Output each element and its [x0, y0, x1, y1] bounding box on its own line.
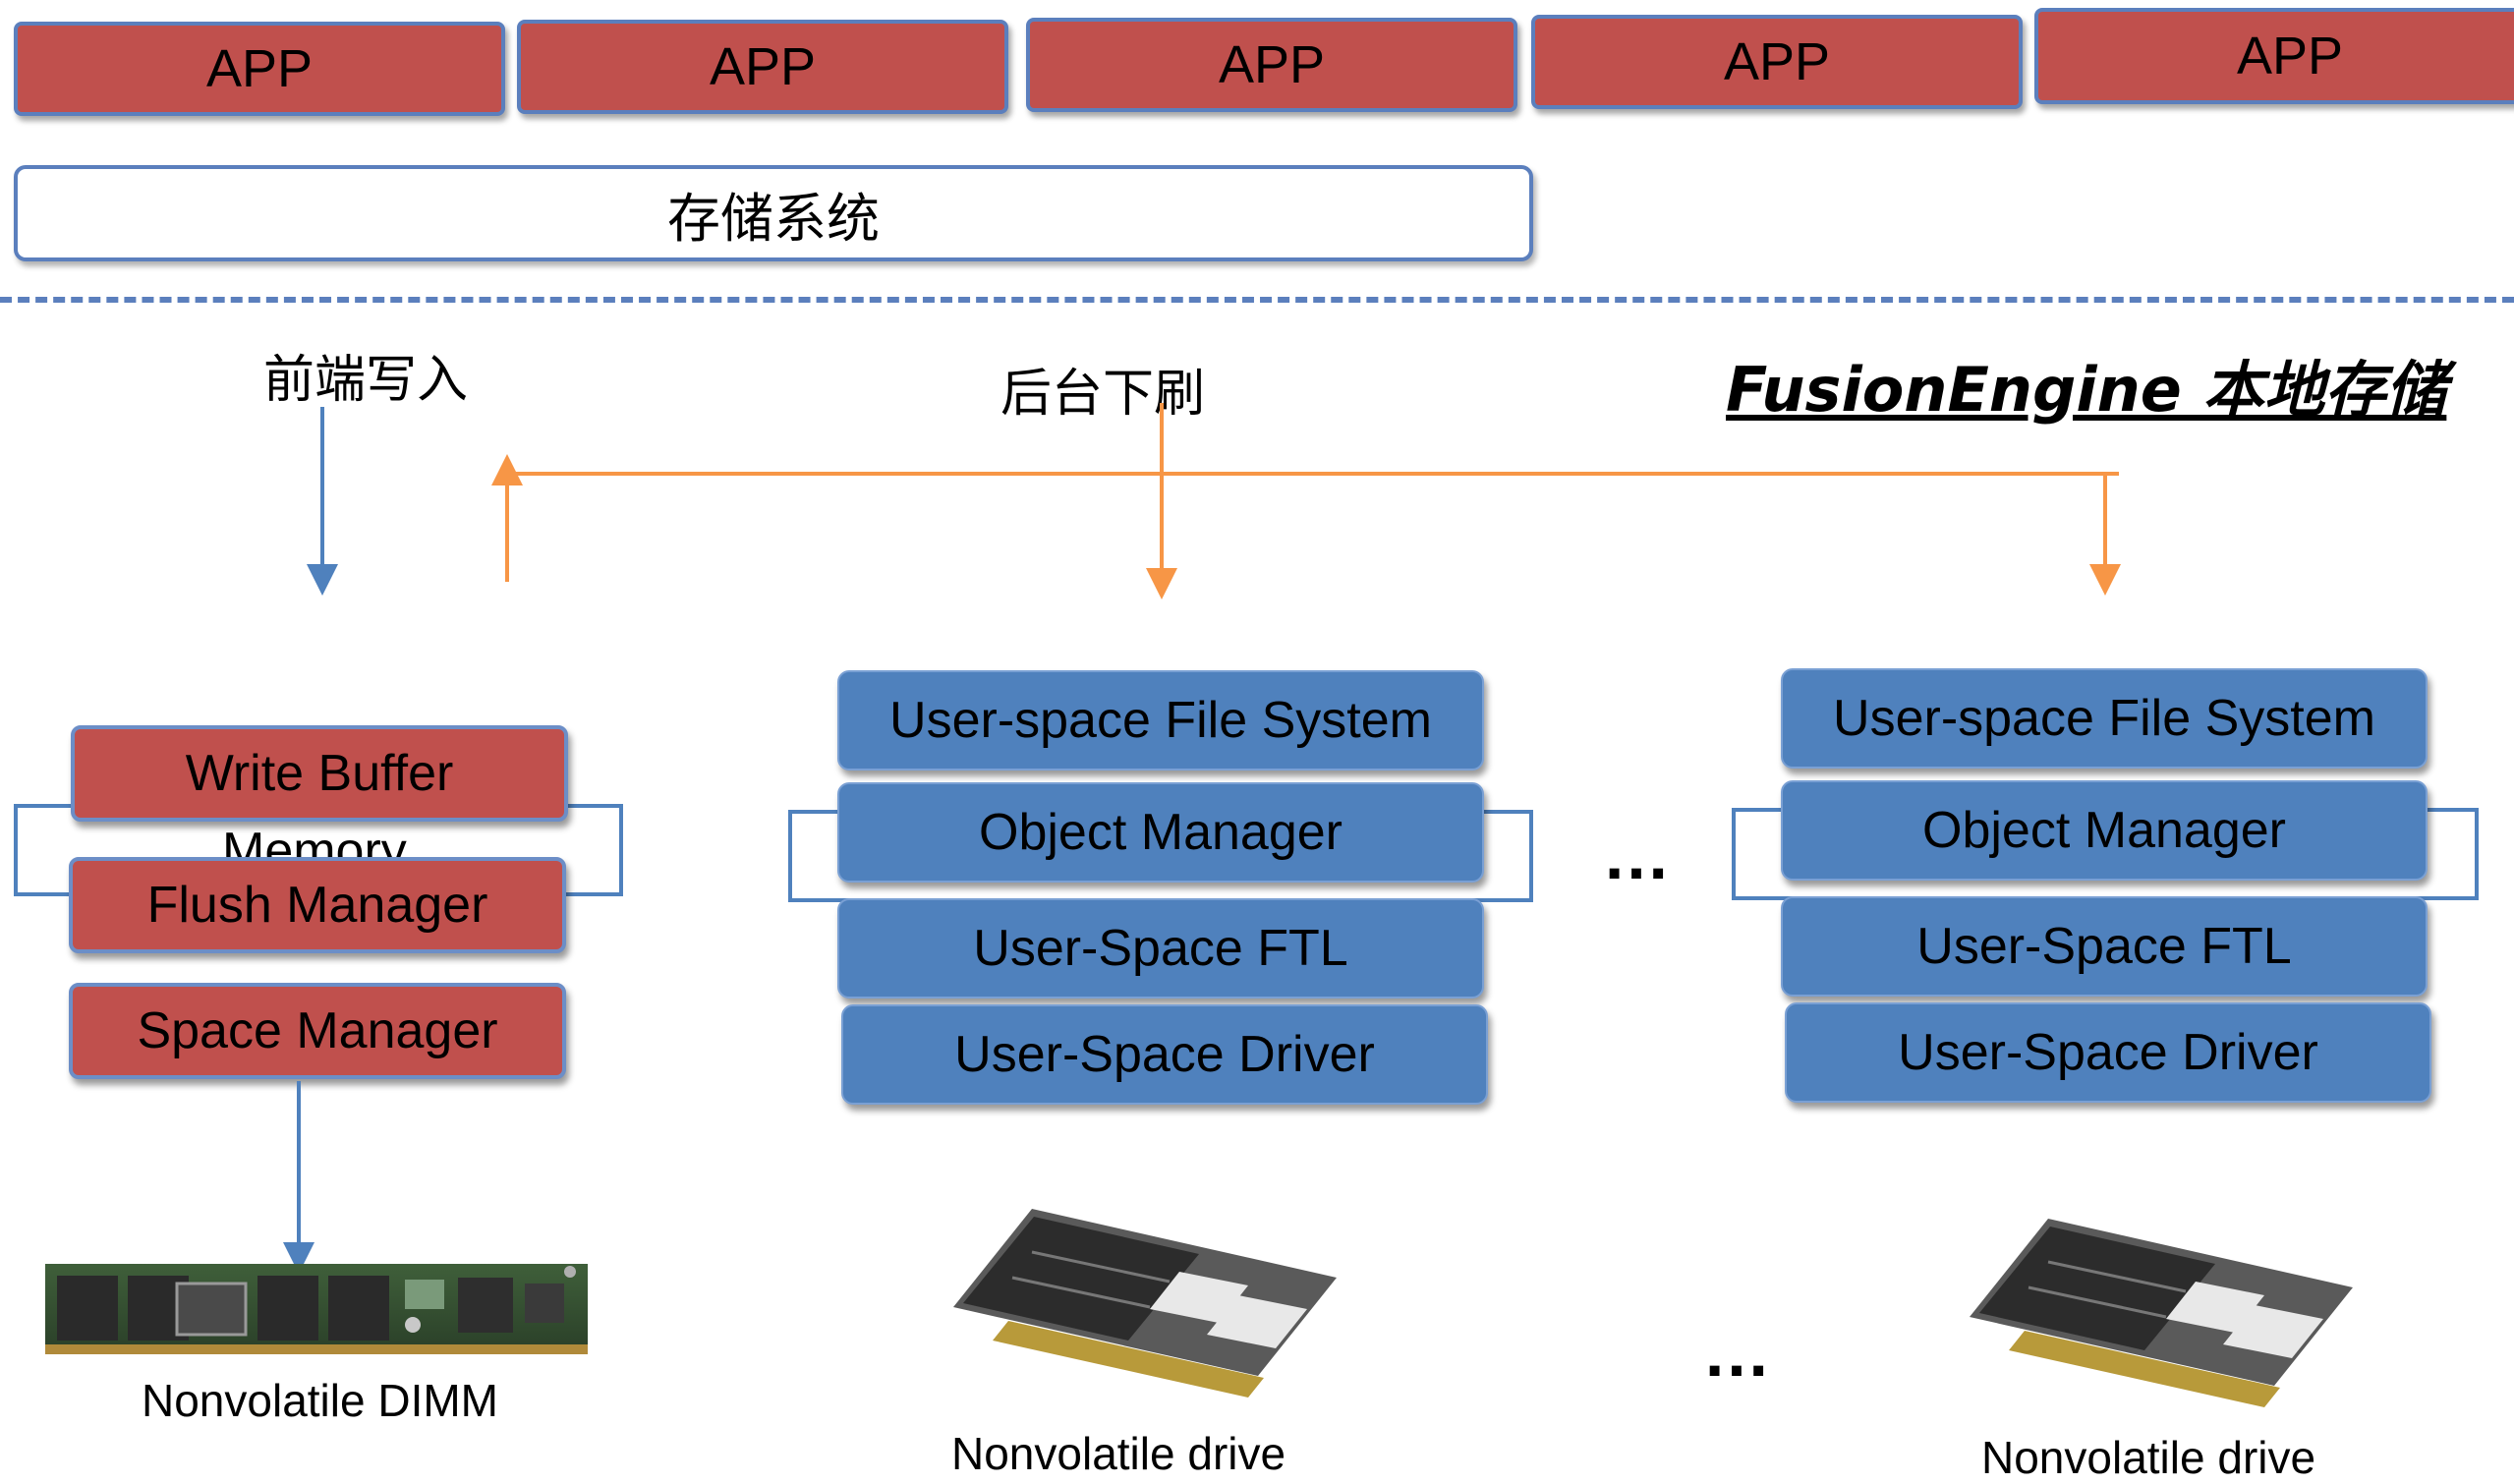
app-label: APP — [2236, 27, 2344, 86]
ftl-label: User-Space FTL — [1916, 918, 2292, 975]
drive-2-caption: Nonvolatile drive — [1981, 1432, 2316, 1483]
app-label: APP — [1723, 32, 1831, 91]
write-buffer-label: Write Buffer — [185, 745, 454, 802]
flush-manager-label: Flush Manager — [146, 877, 488, 934]
ftl-label: User-Space FTL — [973, 920, 1348, 977]
nonvolatile-drive-image-1 — [953, 1209, 1337, 1398]
app-label: APP — [205, 39, 314, 98]
flush-manager-box: Flush Manager — [69, 857, 566, 953]
dimm-caption: Nonvolatile DIMM — [142, 1375, 498, 1426]
drive-2-file-system-box: User-space File System — [1781, 668, 2428, 769]
object-manager-label: Object Manager — [979, 804, 1343, 861]
background-flush-label: 后台下刷 — [1000, 365, 1206, 424]
drive-1-caption: Nonvolatile drive — [951, 1428, 1286, 1479]
driver-label: User-Space Driver — [954, 1026, 1375, 1083]
app-box-2: APP — [517, 20, 1008, 114]
object-manager-label: Object Manager — [1922, 802, 2286, 859]
drive-2-ftl-box: User-Space FTL — [1781, 896, 2428, 997]
storage-system-label: 存储系统 — [667, 187, 880, 250]
ellipsis-middle: … — [1602, 817, 1681, 893]
drive-1-driver-box: User-Space Driver — [841, 1004, 1488, 1105]
app-box-3: APP — [1026, 18, 1517, 112]
nonvolatile-drive-image-2 — [1970, 1219, 2353, 1407]
app-box-5: APP — [2034, 8, 2514, 104]
space-manager-label: Space Manager — [137, 1002, 498, 1059]
file-system-label: User-space File System — [889, 692, 1432, 749]
file-system-label: User-space File System — [1833, 690, 2375, 747]
space-manager-box: Space Manager — [69, 983, 566, 1079]
app-label: APP — [1218, 35, 1326, 94]
diagram-title: FusionEngine 本地存储 — [1726, 354, 2447, 426]
dashed-divider — [0, 297, 2514, 303]
driver-label: User-Space Driver — [1898, 1024, 2318, 1081]
drive-2-object-manager-box: Object Manager — [1781, 780, 2428, 881]
nonvolatile-dimm-image — [45, 1264, 588, 1354]
drive-2-driver-box: User-Space Driver — [1785, 1002, 2431, 1103]
drive-1-object-manager-box: Object Manager — [837, 782, 1484, 883]
ellipsis-bottom: … — [1702, 1314, 1781, 1391]
drive-1-file-system-box: User-space File System — [837, 670, 1484, 771]
storage-system-box: 存储系统 — [14, 165, 1533, 261]
app-box-4: APP — [1531, 15, 2023, 109]
drive-1-ftl-box: User-Space FTL — [837, 898, 1484, 999]
app-label: APP — [709, 37, 817, 96]
write-buffer-box: Write Buffer — [71, 725, 568, 822]
app-box-1: APP — [14, 22, 505, 116]
front-write-label: 前端写入 — [263, 351, 469, 410]
